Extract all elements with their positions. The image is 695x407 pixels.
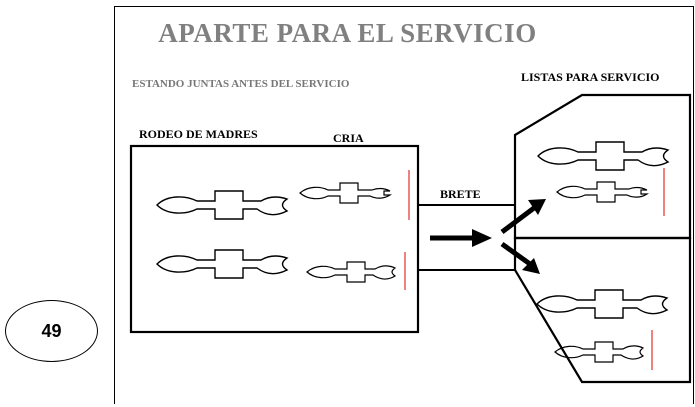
cow-outline-icon (536, 289, 668, 319)
cow-outline-icon (156, 249, 288, 279)
label-brete: BRETE (440, 187, 481, 201)
label-rodeo-de-madres: RODEO DE MADRES (139, 127, 258, 141)
cow-outline-icon (537, 141, 669, 171)
arrow-down-right-icon (500, 241, 540, 274)
label-cria: CRIA (333, 131, 364, 145)
slide-title: APARTE PARA EL SERVICIO (158, 18, 537, 48)
slide-subtitle: ESTANDO JUNTAS ANTES DEL SERVICIO (132, 78, 350, 90)
arrow-up-right-icon (500, 199, 546, 234)
arrow-right-icon (430, 229, 492, 247)
label-listas-para-servicio: LISTAS PARA SERVICIO (521, 70, 660, 84)
slide-frame (114, 6, 694, 404)
calf-outline-icon (556, 181, 648, 203)
cow-outline-icon (156, 190, 288, 220)
rodeo-pen (129, 144, 420, 334)
page-number: 49 (41, 320, 62, 341)
page-number-badge: 49 (5, 300, 98, 362)
calf-outline-icon (306, 261, 396, 283)
calf-outline-icon (299, 182, 391, 204)
listas-pen-top (513, 93, 692, 240)
listas-pen-bottom (513, 236, 692, 384)
